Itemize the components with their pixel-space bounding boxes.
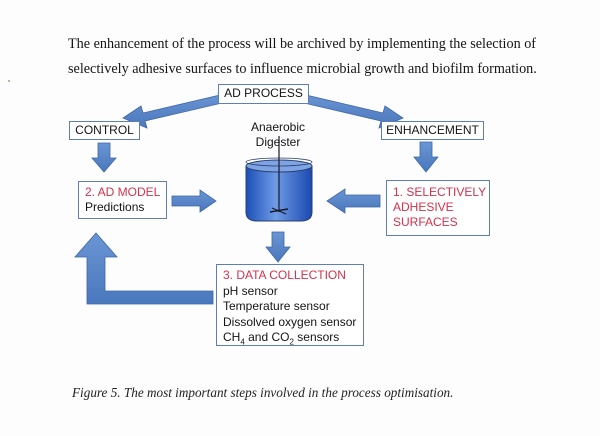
- arrow-to-control: [122, 92, 223, 129]
- sensor-ph: pH sensor: [223, 283, 278, 298]
- control-label: CONTROL: [75, 123, 134, 137]
- enhancement-label: ENHANCEMENT: [386, 123, 479, 137]
- ad-model-box: 2. AD MODEL Predictions: [78, 181, 167, 219]
- selective-line3: SURFACES: [393, 215, 458, 229]
- figure-caption: Figure 5. The most important steps invol…: [72, 385, 454, 400]
- data-collection-title: 3. DATA COLLECTION: [223, 268, 346, 282]
- digester-vessel: [245, 136, 313, 222]
- data-collection-box: 3. DATA COLLECTION pH sensor Temperature…: [216, 264, 364, 346]
- sensor-temperature: Temperature sensor: [223, 299, 330, 313]
- arrow-control-down: [91, 142, 117, 173]
- gas-ch-sub: 4: [240, 337, 245, 347]
- selective-line2: ADHESIVE: [393, 200, 454, 214]
- arrow-enhancement-down: [413, 141, 439, 173]
- feedback-arrow-shape: [74, 232, 214, 305]
- selective-surfaces-box: 1. SELECTIVELY ADHESIVE SURFACES: [386, 180, 490, 236]
- gas-co-sub: 2: [289, 337, 294, 347]
- sensor-dissolved-oxygen: Dissolved oxygen sensor: [223, 314, 357, 329]
- digester-label-line2: Digester: [255, 135, 301, 149]
- digester-label: Anaerobic Digester: [248, 120, 308, 150]
- control-box: CONTROL: [69, 121, 140, 140]
- gas-end: sensors: [293, 330, 340, 344]
- enhancement-box: ENHANCEMENT: [381, 121, 484, 140]
- ad-process-label: AD PROCESS: [224, 86, 303, 100]
- gas-and-co: and CO: [244, 330, 290, 344]
- arrow-to-enhancement: [303, 92, 404, 129]
- ad-model-title: 2. AD MODEL: [85, 185, 161, 199]
- arrow-surfaces-to-digester: [326, 188, 381, 214]
- sensor-gas: CH4 and CO2 sensors: [223, 330, 363, 350]
- ad-model-predictions: Predictions: [85, 200, 145, 214]
- intro-paragraph: The enhancement of the process will be a…: [68, 36, 537, 77]
- gas-ch: CH: [223, 330, 241, 344]
- selective-line1: 1. SELECTIVELY: [393, 185, 487, 199]
- arrow-digester-down: [265, 231, 291, 263]
- digester-label-line1: Anaerobic: [250, 120, 306, 134]
- speck: [8, 80, 10, 82]
- arrow-model-to-digester: [171, 189, 217, 213]
- ad-process-box: AD PROCESS: [218, 84, 309, 104]
